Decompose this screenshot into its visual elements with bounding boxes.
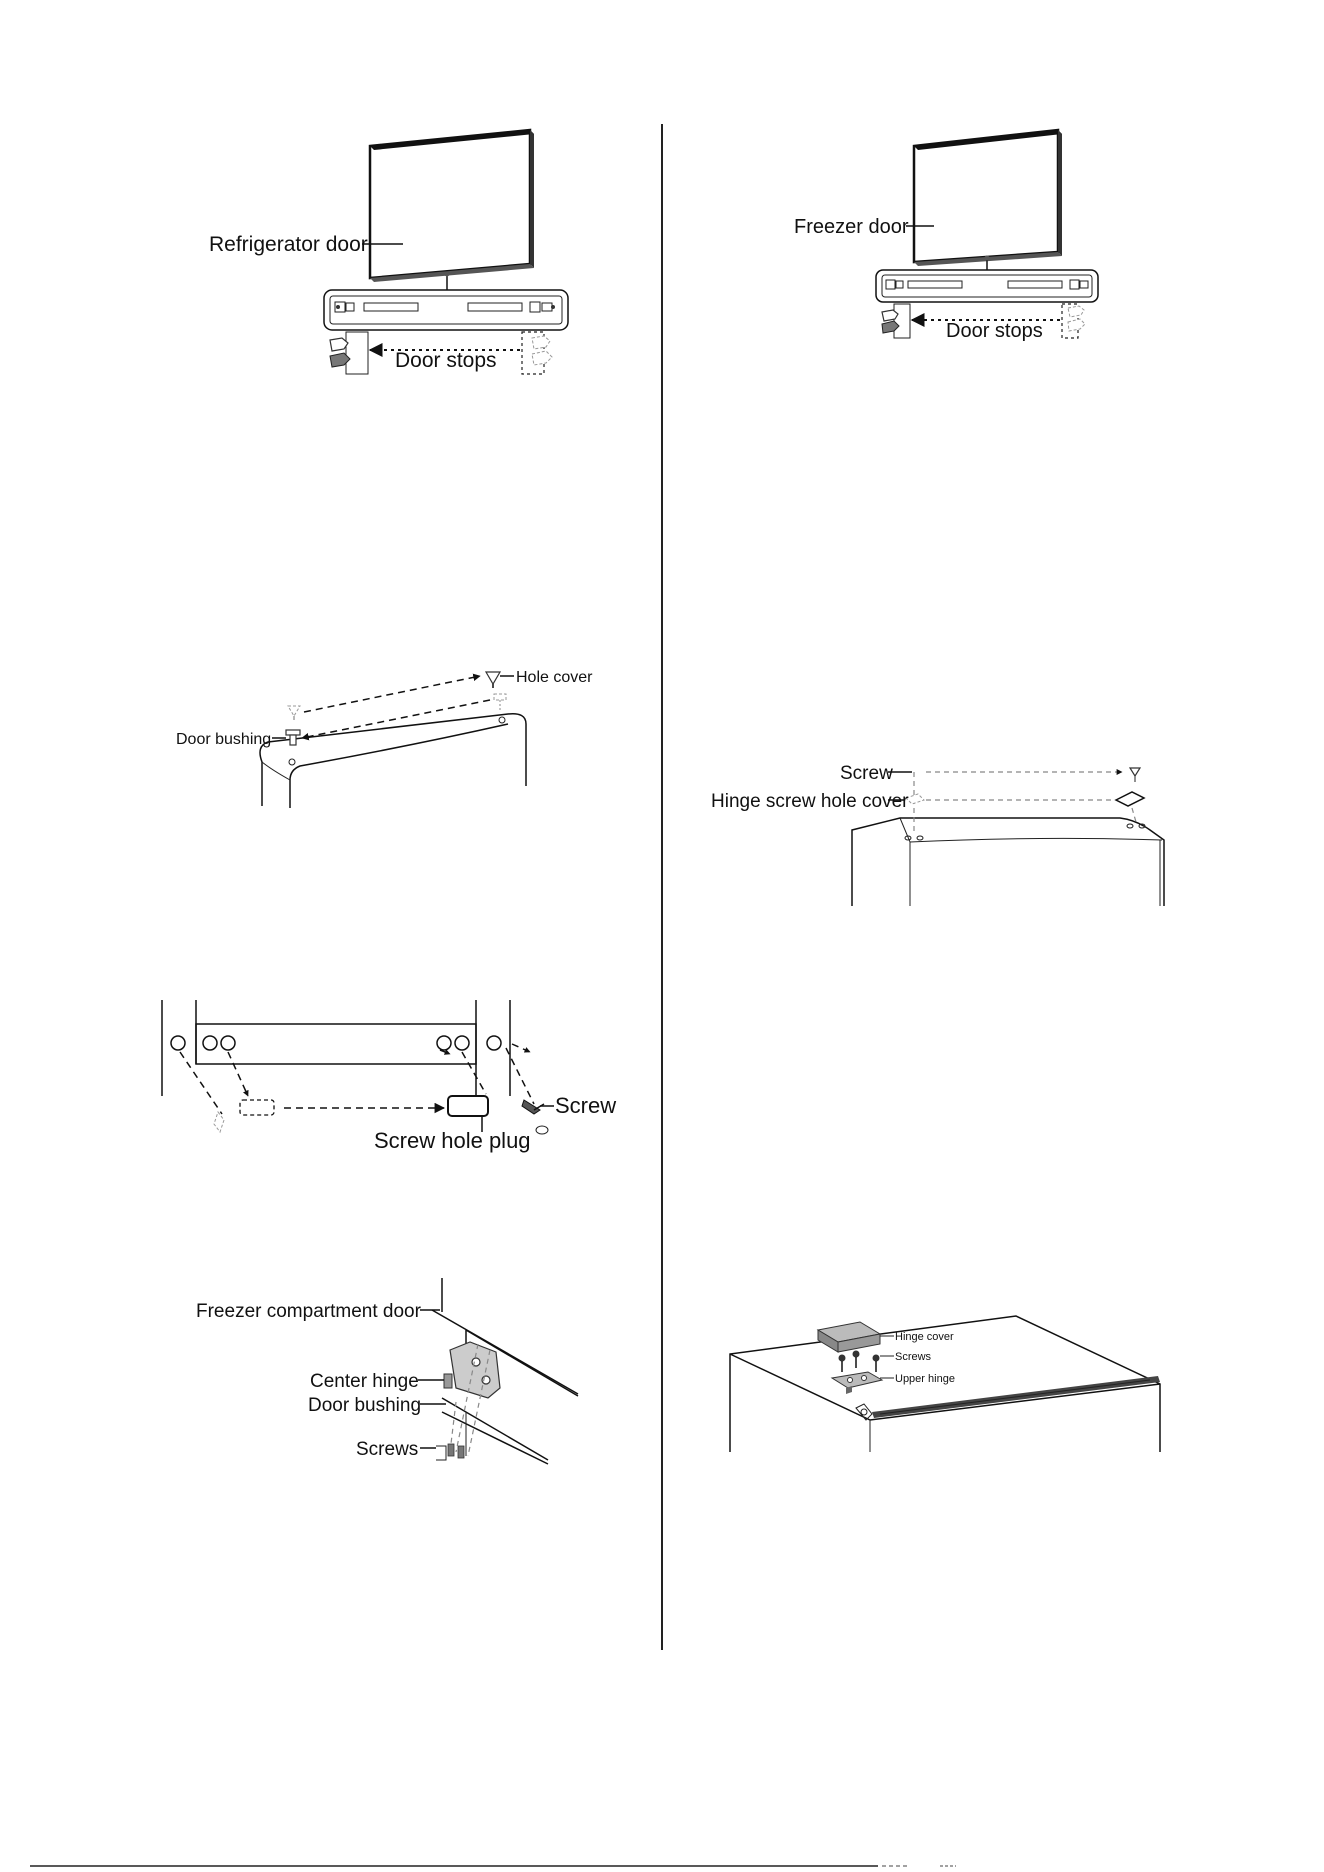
refrigerator-door-label: Refrigerator door [209,233,368,256]
door-bushing-label: Door bushing [308,1395,421,1416]
freezer-door-stops-label: Door stops [946,320,1043,342]
center-hinge-label: Center hinge [310,1371,419,1392]
screw-label: Screw [840,763,893,784]
door-stops-label: Door stops [395,349,497,372]
upper-hinge-label: Upper hinge [895,1373,955,1385]
screw-hole-plug-label: Screw hole plug [374,1128,531,1153]
figure-upper-hinge: Hinge cover Screws Upper hinge [730,1316,1160,1452]
hinge-cover-icon [818,1322,880,1352]
door-stop-icon [330,338,350,367]
screws-icon [839,1351,880,1373]
figure-center-hinge: Freezer compartment door Center hinge Do… [196,1278,578,1464]
hole-cover-label: Hole cover [516,669,593,686]
freezer-door-label: Freezer door [794,216,909,238]
door-bushing-icon [286,730,300,745]
figure-refrigerator-door: Refrigerator door Door stops [209,130,568,374]
center-hinge-icon [444,1342,500,1398]
hole-cover-icon [486,672,500,688]
hinge-screw-hole-cover-label: Hinge screw hole cover [711,791,909,812]
door-stop-dashed-icon [532,336,552,365]
screw-label: Screw [555,1093,616,1118]
figure-freezer-door: Freezer door Door stops [794,130,1098,342]
figure-hole-cover: Hole cover Door bushing [176,669,593,808]
hinge-screw-hole-cover-icon [1116,792,1144,806]
figure-hinge-screw-hole-cover: Screw Hinge screw hole cover [711,763,1164,906]
screw-icon [1130,768,1140,782]
figure-screw-hole-plug: Screw Screw hole plug [162,1000,616,1153]
screws-label: Screws [895,1351,932,1363]
hinge-cover-label: Hinge cover [895,1331,954,1343]
screws-label: Screws [356,1439,418,1460]
upper-hinge-icon [832,1372,882,1394]
screw-hole-plug-icon [448,1096,488,1116]
freezer-compartment-door-label: Freezer compartment door [196,1301,422,1322]
door-bushing-label: Door bushing [176,731,271,748]
